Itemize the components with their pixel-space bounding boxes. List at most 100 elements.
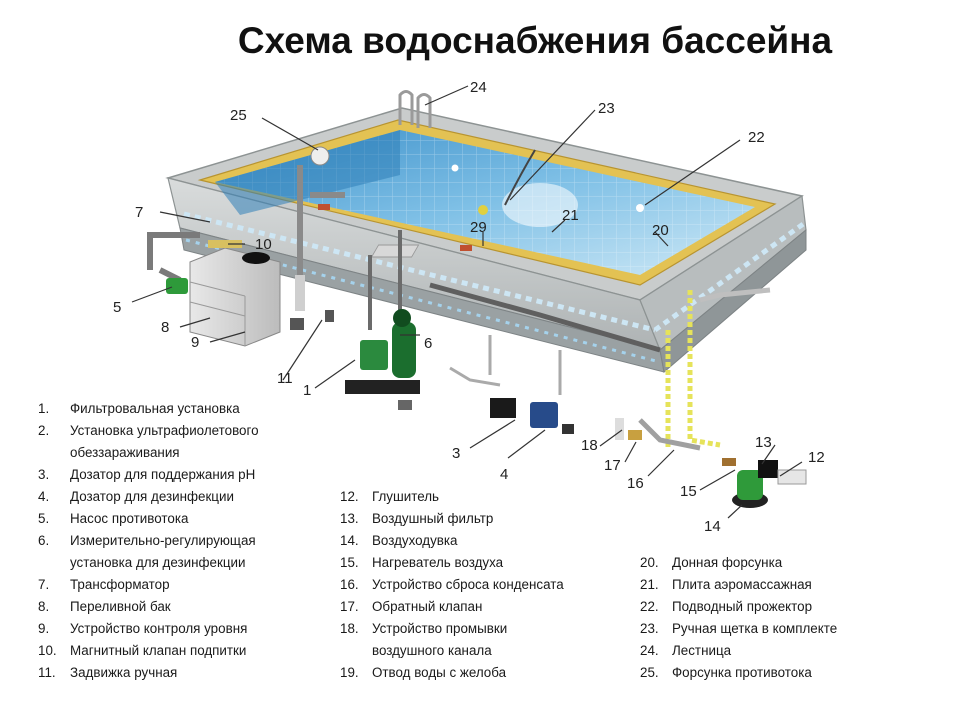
legend-item-text: Дозатор для поддержания pH: [70, 467, 256, 482]
legend-item-text: Дозатор для дезинфекции: [70, 489, 234, 504]
legend-column-1: 1.Фильтровальная установка 2. Установка ул…: [38, 398, 259, 684]
legend-item-number: 15.: [340, 555, 359, 570]
legend-item-text: Воздушный фильтр: [372, 511, 494, 526]
legend-item-text: Нагреватель воздуха: [372, 555, 504, 570]
callout-label: 3: [452, 445, 460, 462]
legend-item: 4. Дозатор для дезинфекции: [38, 486, 259, 508]
filter-unit: [345, 309, 420, 394]
legend-column-2: 12. Глушитель 13. Воздушный фильтр 14. Воздух…: [340, 486, 564, 684]
legend-item: 20. Донная форсунка: [640, 552, 837, 574]
legend-item-text: Плита аэромассажная: [672, 577, 812, 592]
legend-item: 21. Плита аэромассажная: [640, 574, 837, 596]
legend-item: 11. Задвижка ручная: [38, 662, 259, 684]
dosing-units: [490, 398, 574, 434]
legend-item-number: 18.: [340, 621, 359, 636]
legend-item-number: 11.: [38, 665, 56, 680]
legend-item-number: 22.: [640, 599, 659, 614]
callout-label: 13: [755, 434, 772, 451]
legend-item-text-continued: установка для дезинфекции: [70, 555, 246, 570]
legend-item: 17. Обратный клапан: [340, 596, 564, 618]
callout-label: 1: [303, 382, 311, 399]
legend-item-number: 10.: [38, 643, 57, 658]
legend-item-text: Переливной бак: [70, 599, 171, 614]
legend-column-3: 20. Донная форсунка 21. Плита аэромассажная…: [640, 552, 837, 684]
callout-numbers: 1 3 4 5 6 7 8 9 10 11 12 13 14 15 16 17 …: [113, 79, 825, 535]
legend-item-number: 20.: [640, 555, 659, 570]
counterflow-pump: [166, 278, 188, 294]
callout-label: 16: [627, 475, 644, 492]
legend-item: 10. Магнитный клапан подпитки: [38, 640, 259, 662]
legend-item-text: Лестница: [672, 643, 732, 658]
legend-item: 8. Переливной бак: [38, 596, 259, 618]
callout-label: 17: [604, 457, 621, 474]
legend-item-text: Воздуходувка: [372, 533, 458, 548]
legend-item-text: Магнитный клапан подпитки: [70, 643, 247, 658]
legend-item-text: Измерительно-регулирующая: [70, 533, 256, 548]
legend-item-number: 9.: [38, 621, 50, 636]
legend-item-number: 14.: [340, 533, 359, 548]
pool-body: [165, 90, 808, 373]
callout-label: 25: [230, 107, 247, 124]
callout-label: 20: [652, 222, 669, 239]
legend-item: 15. Нагреватель воздуха: [340, 552, 564, 574]
legend-item-text: Устройство контроля уровня: [70, 621, 248, 636]
callout-label: 7: [135, 204, 143, 221]
callout-leaders: [131, 85, 803, 519]
legend-item-text: Донная форсунка: [672, 555, 783, 570]
page-title: Схема водоснабжения бассейна: [237, 20, 833, 61]
callout-label: 11: [277, 370, 293, 387]
legend-item-text-continued: обеззараживания: [70, 445, 180, 460]
callout-label: 14: [704, 518, 721, 535]
callout-label: 23: [598, 100, 615, 117]
legend-item-text: Установка ультрафиолетового: [70, 423, 259, 438]
callout-label: 8: [161, 319, 169, 336]
overflow-tank: [189, 247, 281, 347]
legend-item-text: Трансформатор: [70, 577, 170, 592]
legend-item-number: 2.: [38, 423, 50, 438]
legend-item-text: Отвод воды с желоба: [372, 665, 507, 680]
legend-item: 3. Дозатор для поддержания pH: [38, 464, 259, 486]
legend-item-number: 4.: [38, 489, 50, 504]
legend-item-text: Устройство сброса конденсата: [372, 577, 564, 592]
legend-item-text: Глушитель: [372, 489, 440, 504]
legend-item-number: 25.: [640, 665, 659, 680]
legend-item-text: Обратный клапан: [372, 599, 483, 614]
legend-item-number: 16.: [340, 577, 359, 592]
legend-item-number: 12.: [340, 489, 359, 504]
callout-label: 5: [113, 299, 121, 316]
callout-label: 6: [424, 335, 432, 352]
legend-item: 14. Воздуходувка: [340, 530, 564, 552]
legend-item-number: 19.: [340, 665, 359, 680]
callout-label: 10: [255, 236, 272, 253]
small-fittings: [208, 204, 736, 466]
legend-item-text: Подводный прожектор: [672, 599, 813, 614]
legend-item-text-continued: воздушного канала: [372, 643, 492, 658]
callout-label: 29: [470, 219, 487, 236]
legend-item-text: Устройство промывки: [372, 621, 508, 636]
callout-label: 18: [581, 437, 598, 454]
callout-label: 21: [562, 207, 579, 224]
callout-label: 12: [808, 449, 825, 466]
legend-item-number: 21.: [640, 577, 659, 592]
legend-item: 23.Ручная щетка в комплекте: [640, 618, 837, 640]
legend-item: 16. Устройство сброса конденсата: [340, 574, 564, 596]
legend-item: 1.Фильтровальная установка: [38, 398, 259, 420]
legend-item-number: 1.: [38, 401, 50, 416]
legend-item: 24.Лестница: [640, 640, 837, 662]
legend-item: 12. Глушитель: [340, 486, 564, 508]
legend-item: 7. Трансформатор: [38, 574, 259, 596]
legend-item-number: 7.: [38, 577, 50, 592]
legend-item-number: 3.: [38, 467, 50, 482]
legend-item-text: Форсунка противотока: [672, 665, 812, 680]
legend-item-number: 8.: [38, 599, 50, 614]
legend-item: 5.Насос противотока: [38, 508, 259, 530]
callout-label: 9: [191, 334, 199, 351]
callout-label: 24: [470, 79, 487, 96]
legend-item-number: 13.: [340, 511, 359, 526]
callout-label: 4: [500, 466, 508, 483]
legend-item: 18. Устройство промывки воздушного канала: [340, 618, 564, 662]
legend-item-number: 17.: [340, 599, 359, 614]
legend-item-text: Задвижка ручная: [70, 665, 178, 680]
